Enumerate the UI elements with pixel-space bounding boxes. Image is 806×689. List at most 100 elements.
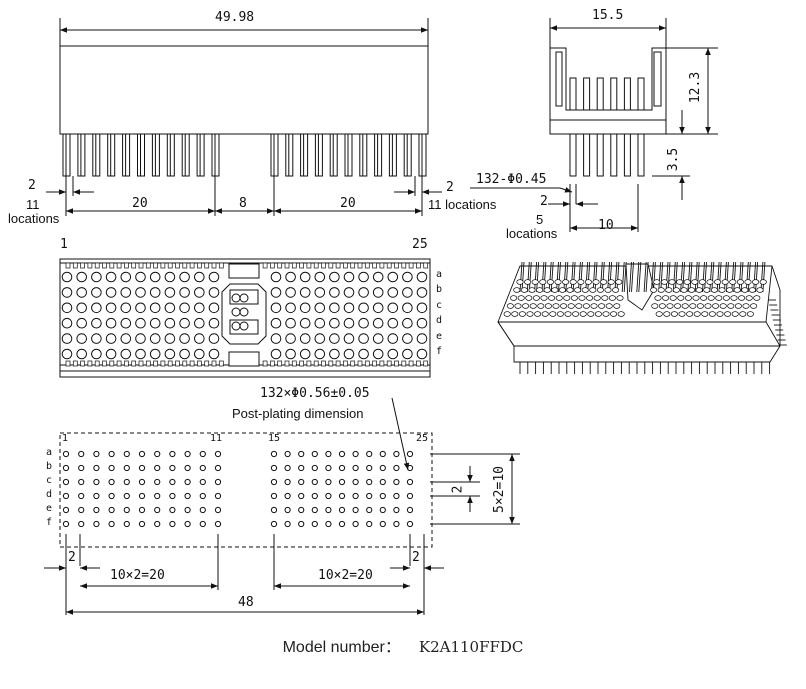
footprint-hole xyxy=(169,478,176,486)
footprint-hole xyxy=(379,520,386,528)
iso-hole xyxy=(712,303,720,309)
top-hole xyxy=(194,271,205,283)
iso-hole xyxy=(688,287,696,293)
iso-top-pin xyxy=(723,261,727,293)
side-pin-spec: 132-Φ0.45 xyxy=(476,172,547,187)
iso-top-pin xyxy=(689,261,693,293)
iso-top-pin xyxy=(718,261,722,293)
iso-hole xyxy=(593,295,601,301)
footprint-pitch-right: 2 xyxy=(412,550,420,565)
bottom-tooth xyxy=(321,360,326,367)
bottom-tooth xyxy=(343,360,348,367)
top-hole xyxy=(76,348,87,360)
iso-hole xyxy=(520,287,528,293)
iso-hole xyxy=(551,287,559,293)
model-value: K2A110FFDC xyxy=(418,638,524,656)
top-hole xyxy=(179,317,190,329)
top-hole xyxy=(402,271,413,283)
top-hole xyxy=(285,348,296,360)
footprint-hole xyxy=(93,478,100,486)
footprint-hole xyxy=(169,492,176,500)
top-hole xyxy=(270,271,282,283)
iso-top-pin xyxy=(682,261,686,293)
key-slot xyxy=(229,319,259,335)
footprint-hole xyxy=(62,492,70,500)
footprint-hole xyxy=(338,450,346,458)
footprint-hole xyxy=(108,520,115,528)
footprint-hole xyxy=(284,464,291,472)
top-hole xyxy=(343,348,355,360)
iso-top-pin xyxy=(570,261,574,293)
footprint-hole xyxy=(154,520,161,528)
iso-hole xyxy=(715,295,723,301)
top-hole xyxy=(105,333,117,344)
top-hole xyxy=(120,333,132,344)
iso-hole xyxy=(616,295,624,301)
footprint-hole xyxy=(270,492,278,500)
top-hole xyxy=(91,348,102,360)
footprint-hole xyxy=(338,520,346,528)
top-hole xyxy=(61,348,73,360)
side-span: 10 xyxy=(598,218,614,233)
footprint-hole xyxy=(184,506,191,514)
top-tooth xyxy=(189,262,195,269)
iso-top-pin xyxy=(747,261,751,293)
footprint-row-label: a xyxy=(46,447,53,458)
footprint-hole xyxy=(184,450,191,458)
footprint-hole xyxy=(366,464,373,472)
iso-hole xyxy=(604,287,612,293)
footprint-row-label: f xyxy=(46,517,53,528)
iso-top-pin xyxy=(638,261,642,293)
top-hole xyxy=(372,287,384,298)
footprint-hole xyxy=(298,520,305,528)
iso-top-pin xyxy=(616,261,620,293)
front-gap: 8 xyxy=(239,196,247,211)
top-hole xyxy=(208,317,220,329)
top-hole xyxy=(314,271,326,283)
iso-top-pin xyxy=(711,261,715,293)
iso-hole xyxy=(684,295,692,301)
footprint-hole xyxy=(270,520,278,528)
iso-hole xyxy=(531,279,539,285)
bottom-tooth xyxy=(124,360,129,367)
iso-hole xyxy=(579,311,587,317)
top-tooth xyxy=(328,262,334,269)
top-hole xyxy=(91,271,102,283)
key-hole xyxy=(239,307,249,317)
iso-top-pin xyxy=(716,261,720,293)
top-hole xyxy=(135,302,146,314)
iso-hole xyxy=(752,279,760,285)
iso-hole xyxy=(741,287,749,293)
iso-hole xyxy=(663,311,671,317)
iso-top-pin xyxy=(709,261,713,293)
footprint-hole xyxy=(93,450,100,458)
iso-top-pin xyxy=(636,261,640,293)
top-hole xyxy=(194,333,205,344)
footprint-row-label: c xyxy=(46,475,53,486)
top-tooth xyxy=(306,262,312,269)
top-hole xyxy=(61,317,73,329)
iso-hole xyxy=(539,279,547,285)
iso-hole xyxy=(503,311,511,317)
top-hole xyxy=(120,287,132,298)
iso-hole xyxy=(722,295,730,301)
iso-hole xyxy=(683,279,691,285)
iso-top-pin xyxy=(652,261,656,293)
top-tooth xyxy=(138,262,144,269)
side-contact xyxy=(583,77,591,111)
top-hole xyxy=(387,317,399,329)
top-hole xyxy=(105,317,117,329)
top-tooth xyxy=(364,262,370,269)
top-hole xyxy=(164,348,176,360)
iso-hole xyxy=(526,311,534,317)
top-tooth xyxy=(116,262,122,269)
top-row-label: b xyxy=(436,284,443,296)
iso-hole xyxy=(700,295,708,301)
key-hole xyxy=(231,307,241,317)
front-pin xyxy=(122,133,131,177)
top-hole xyxy=(76,302,87,314)
top-hole xyxy=(164,302,176,314)
iso-hole xyxy=(562,279,570,285)
bottom-tooth xyxy=(80,360,85,367)
front-view xyxy=(46,18,442,216)
